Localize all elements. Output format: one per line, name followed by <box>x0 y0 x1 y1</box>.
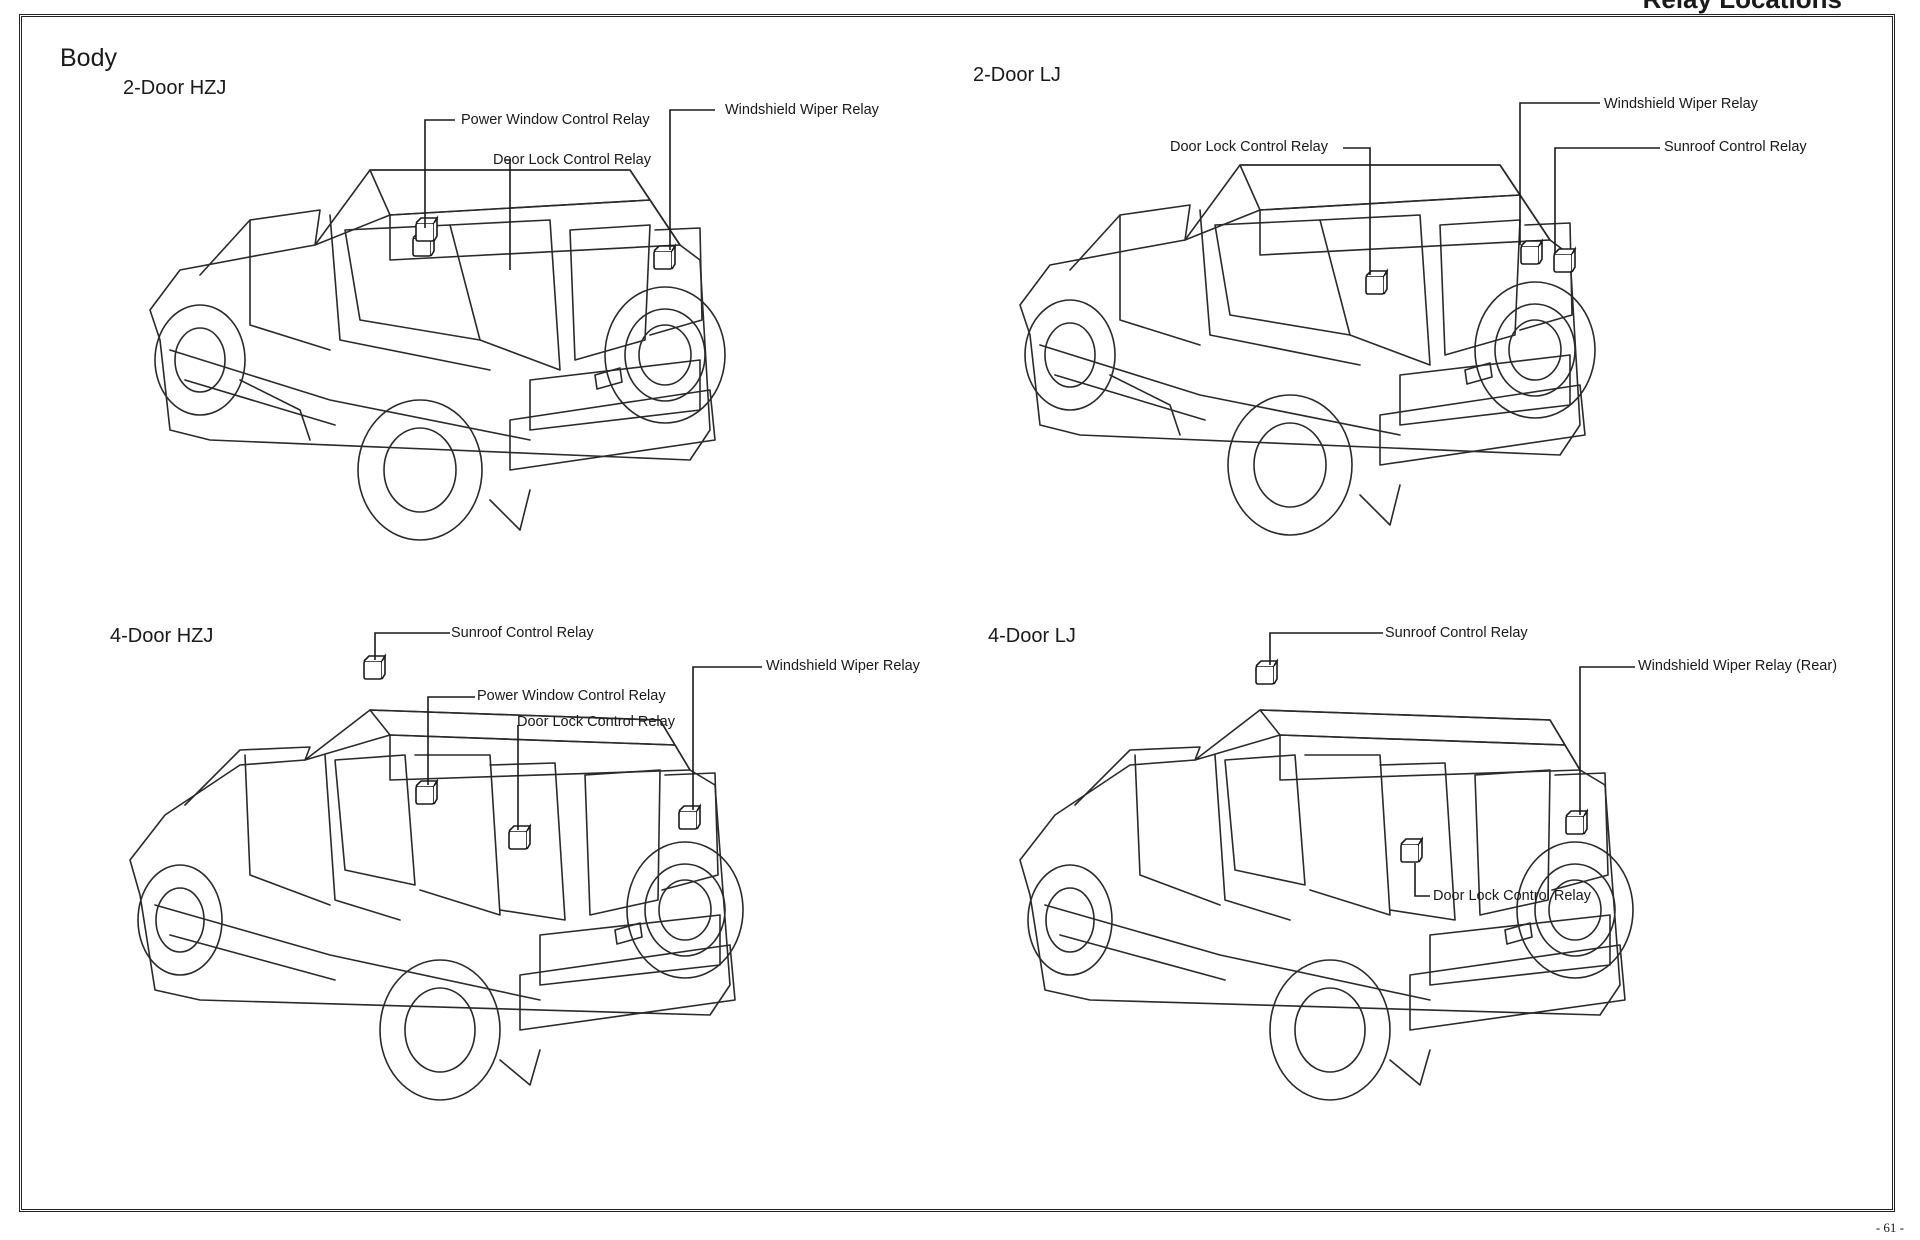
page-number: - 61 - <box>1875 1220 1904 1235</box>
variant-title-2door-hzj: 2-Door HZJ <box>123 77 227 99</box>
callout-windshield-wiper-relay: Windshield Wiper Relay <box>725 102 879 118</box>
callout-sunroof-control-relay: Sunroof Control Relay <box>1664 139 1807 155</box>
vehicle-2door-hzj <box>149 109 726 541</box>
callout-door-lock-control-relay: Door Lock Control Relay <box>1170 139 1328 155</box>
diagram-frame <box>19 14 1895 1212</box>
callout-windshield-wiper-relay-rear: Windshield Wiper Relay (Rear) <box>1638 658 1838 674</box>
vehicle-4door-hzj <box>129 632 762 1101</box>
section-title-body: Body <box>60 44 117 72</box>
callout-sunroof-control-relay: Sunroof Control Relay <box>451 625 594 641</box>
variant-title-4door-hzj: 4-Door HZJ <box>110 625 214 647</box>
callout-sunroof-control-relay: Sunroof Control Relay <box>1385 625 1528 641</box>
vehicle-4door-lj <box>1019 632 1635 1101</box>
callout-power-window-control-relay: Power Window Control Relay <box>461 112 650 128</box>
page-header-title: Relay Locations <box>1643 0 1842 15</box>
variant-title-2door-lj: 2-Door LJ <box>973 64 1061 86</box>
callout-power-window-control-relay: Power Window Control Relay <box>477 688 666 704</box>
vehicle-2door-lj <box>1019 102 1660 536</box>
variant-title-4door-lj: 4-Door LJ <box>988 625 1076 647</box>
callout-windshield-wiper-relay: Windshield Wiper Relay <box>766 658 920 674</box>
callout-windshield-wiper-relay: Windshield Wiper Relay <box>1604 96 1758 112</box>
callout-door-lock-control-relay: Door Lock Control Relay <box>517 714 675 730</box>
callout-door-lock-control-relay: Door Lock Control Relay <box>1433 888 1591 904</box>
callout-door-lock-control-relay: Door Lock Control Relay <box>493 152 651 168</box>
